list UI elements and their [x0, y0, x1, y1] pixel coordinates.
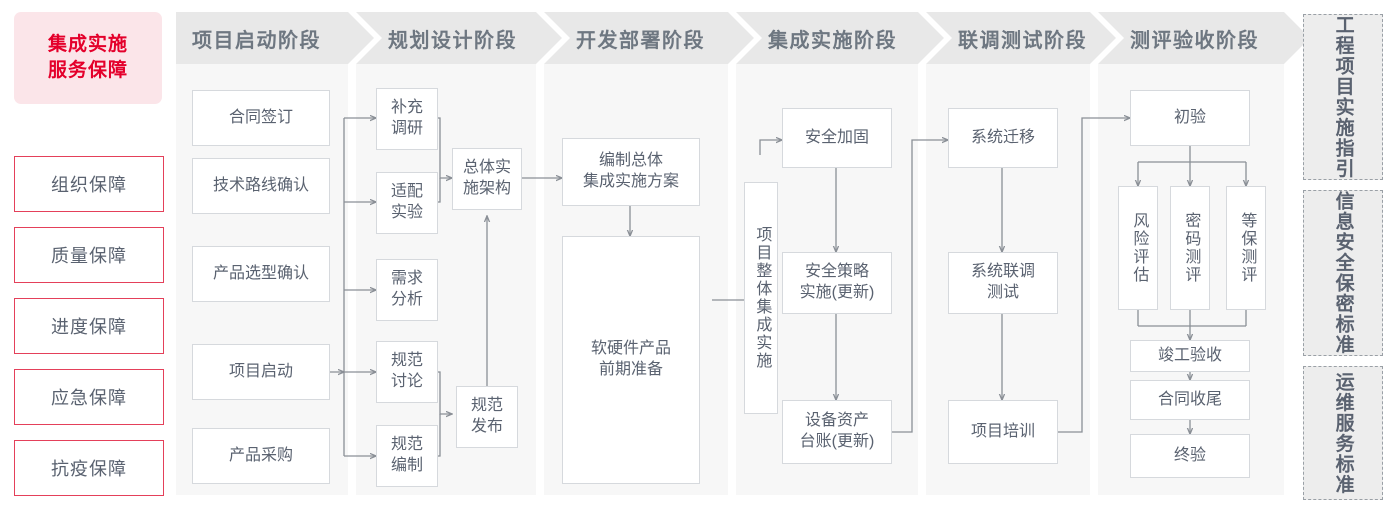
node-supplementary-research[interactable]: 补充 调研 [376, 88, 438, 150]
stage-header-5[interactable]: 联调测试阶段 [926, 12, 1116, 64]
sidebar-item-label: 抗疫保障 [51, 459, 127, 479]
right-sidebar-box-engineering-guide[interactable]: 工程项目实施指引 [1303, 14, 1383, 180]
node-product-selection-confirm[interactable]: 产品选型确认 [192, 246, 330, 302]
node-label-line1: 安全策略 [804, 263, 869, 281]
node-label: 风险评估 [1130, 212, 1148, 284]
node-label: 安全加固 [804, 128, 869, 146]
node-contract-closeout[interactable]: 合同收尾 [1130, 380, 1250, 420]
node-requirement-analysis[interactable]: 需求 分析 [376, 259, 438, 321]
sidebar-item-label: 应急保障 [51, 388, 127, 408]
node-overall-implementation-architecture[interactable]: 总体实 施架构 [452, 148, 522, 210]
node-equipment-asset-ledger-update[interactable]: 设备资产 台账(更新) [782, 400, 892, 464]
node-label: 技术路线确认 [212, 176, 309, 194]
node-label-line1: 规范 [470, 397, 503, 415]
node-security-hardening[interactable]: 安全加固 [782, 108, 892, 168]
node-contract-signing[interactable]: 合同签订 [192, 90, 330, 146]
node-label-line2: 分析 [390, 291, 423, 308]
sidebar-item-emergency[interactable]: 应急保障 [14, 369, 164, 425]
stage-title-1: 项目启动阶段 [192, 29, 321, 52]
node-label-line2: 测试 [986, 284, 1019, 301]
node-label-line2: 调研 [390, 120, 423, 137]
right-sidebar-label: 信息安全保密标准 [1332, 191, 1354, 355]
node-label: 终验 [1173, 446, 1206, 464]
sidebar-item-label: 质量保障 [51, 246, 127, 266]
node-label: 密码测评 [1182, 212, 1200, 284]
stage-header-1[interactable]: 项目启动阶段 [176, 12, 374, 64]
node-adaptation-experiment[interactable]: 适配 实验 [376, 172, 438, 234]
stage-title-3: 开发部署阶段 [576, 29, 705, 52]
node-label-line1: 软硬件产品 [590, 340, 671, 358]
stage-title-2: 规划设计阶段 [388, 29, 517, 52]
node-spec-discussion[interactable]: 规范 讨论 [376, 341, 438, 403]
node-label-line2: 集成实施方案 [582, 173, 679, 190]
node-initial-acceptance[interactable]: 初验 [1130, 90, 1250, 146]
right-sidebar-box-infosec-standard[interactable]: 信息安全保密标准 [1303, 190, 1383, 356]
node-mlps-evaluation[interactable]: 等保测评 [1226, 186, 1266, 310]
node-label-line2: 编制 [390, 457, 423, 474]
node-tech-route-confirm[interactable]: 技术路线确认 [192, 158, 330, 214]
node-label: 项目启动 [228, 362, 293, 380]
node-label-line1: 编制总体 [598, 152, 663, 170]
sidebar-item-organization[interactable]: 组织保障 [14, 156, 164, 212]
right-sidebar-label: 工程项目实施指引 [1332, 15, 1354, 179]
stage-header-3[interactable]: 开发部署阶段 [544, 12, 754, 64]
node-spec-drafting[interactable]: 规范 编制 [376, 425, 438, 487]
node-label-line2: 实施(更新) [799, 284, 875, 301]
node-product-procurement[interactable]: 产品采购 [192, 428, 330, 484]
right-sidebar-label: 运维服务标准 [1332, 371, 1354, 495]
node-risk-assessment[interactable]: 风险评估 [1118, 186, 1158, 310]
node-security-policy-update[interactable]: 安全策略 实施(更新) [782, 252, 892, 314]
node-label: 系统迁移 [970, 128, 1035, 146]
sidebar-title-box: 集成实施 服务保障 [14, 12, 162, 104]
sidebar-title-line1: 集成实施 [47, 34, 128, 56]
node-label-line1: 总体实 [462, 159, 511, 177]
node-label: 等保测评 [1238, 212, 1256, 284]
right-sidebar-box-ops-service-standard[interactable]: 运维服务标准 [1303, 366, 1383, 500]
node-label-line1: 适配 [390, 183, 423, 201]
sidebar-title-line2: 服务保障 [47, 60, 128, 81]
node-label: 竣工验收 [1157, 346, 1222, 364]
node-label: 产品选型确认 [212, 264, 309, 282]
node-draft-overall-integration-plan[interactable]: 编制总体 集成实施方案 [562, 138, 700, 206]
node-system-joint-debug-test[interactable]: 系统联调 测试 [948, 252, 1058, 314]
node-label-line1: 系统联调 [970, 263, 1035, 281]
sidebar-item-label: 组织保障 [51, 175, 127, 195]
node-label-line2: 台账(更新) [799, 433, 875, 450]
stage-title-5: 联调测试阶段 [958, 29, 1087, 52]
sidebar-item-quality[interactable]: 质量保障 [14, 227, 164, 283]
node-label-line2: 实验 [390, 204, 423, 221]
node-label: 初验 [1173, 108, 1206, 126]
node-label-line1: 规范 [390, 352, 423, 370]
sidebar-item-label: 进度保障 [51, 317, 127, 337]
node-overall-project-integration[interactable]: 项目整体集成实施 [744, 182, 778, 414]
node-project-kickoff[interactable]: 项目启动 [192, 344, 330, 400]
node-label-line2: 施架构 [462, 180, 511, 197]
node-label-line1: 需求 [390, 270, 423, 288]
node-system-migration[interactable]: 系统迁移 [948, 108, 1058, 168]
node-project-training[interactable]: 项目培训 [948, 400, 1058, 464]
node-label: 产品采购 [228, 446, 293, 464]
node-cryptography-evaluation[interactable]: 密码测评 [1170, 186, 1210, 310]
node-label-line1: 补充 [390, 99, 423, 117]
node-label-line2: 发布 [470, 418, 503, 435]
node-final-acceptance[interactable]: 终验 [1130, 434, 1250, 478]
node-label-line2: 讨论 [390, 373, 423, 390]
stage-title-4: 集成实施阶段 [768, 29, 897, 52]
node-hw-sw-preparation[interactable]: 软硬件产品 前期准备 [562, 236, 700, 484]
node-spec-release[interactable]: 规范 发布 [456, 386, 518, 448]
sidebar-item-schedule[interactable]: 进度保障 [14, 298, 164, 354]
node-label-line2: 前期准备 [598, 361, 663, 378]
node-label-line1: 规范 [390, 436, 423, 454]
stage-title-6: 测评验收阶段 [1130, 29, 1259, 52]
stage-header-4[interactable]: 集成实施阶段 [736, 12, 944, 64]
sidebar-item-epidemic[interactable]: 抗疫保障 [14, 440, 164, 496]
stage-header-2[interactable]: 规划设计阶段 [356, 12, 562, 64]
node-label: 合同收尾 [1157, 390, 1222, 408]
node-label: 项目培训 [970, 422, 1035, 440]
node-label: 项目整体集成实施 [753, 226, 771, 370]
stage-header-6[interactable]: 测评验收阶段 [1098, 12, 1310, 64]
node-label: 合同签订 [228, 108, 293, 126]
node-completion-acceptance[interactable]: 竣工验收 [1130, 340, 1250, 372]
node-label-line1: 设备资产 [804, 412, 869, 430]
